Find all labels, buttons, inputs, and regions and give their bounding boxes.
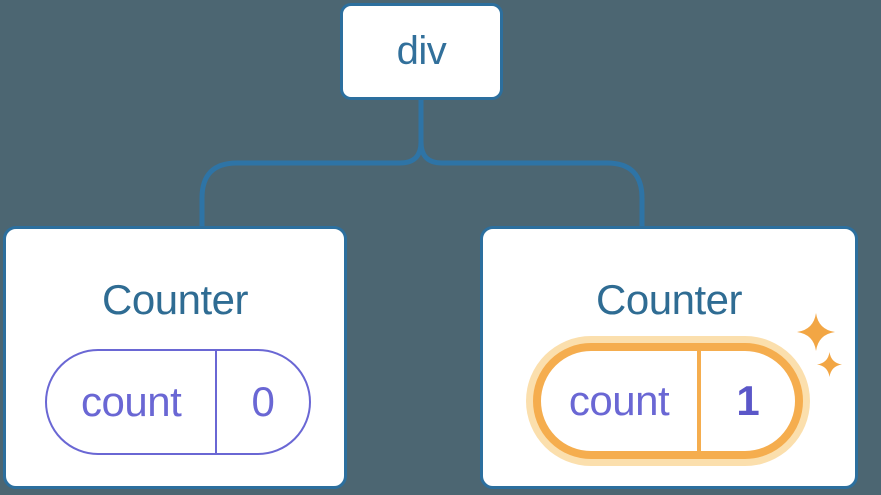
counter-card-left: Counter count 0 <box>3 226 347 489</box>
connector-branch-left <box>199 139 424 230</box>
counter-title: Counter <box>596 276 742 323</box>
root-node-label: div <box>396 29 447 73</box>
state-value: 0 <box>251 378 275 425</box>
state-pill-key-segment: count <box>541 351 702 451</box>
counter-card-right: Counter count 1 <box>480 226 858 489</box>
state-pill-highlighted: count 1 <box>533 343 803 459</box>
state-pill-value-segment: 1 <box>701 351 795 451</box>
state-pill-key-segment: count <box>47 351 218 453</box>
state-key-label: count <box>81 378 182 425</box>
state-pill-value-segment: 0 <box>217 351 309 453</box>
sparkle-large-icon <box>797 313 835 351</box>
counter-title: Counter <box>102 276 248 323</box>
state-key-label: count <box>568 377 670 424</box>
sparkle-small-icon <box>817 352 842 377</box>
state-value: 1 <box>736 377 760 424</box>
root-node: div <box>340 3 503 100</box>
state-pill: count 0 <box>45 349 311 455</box>
connector-branch-right <box>418 139 645 230</box>
